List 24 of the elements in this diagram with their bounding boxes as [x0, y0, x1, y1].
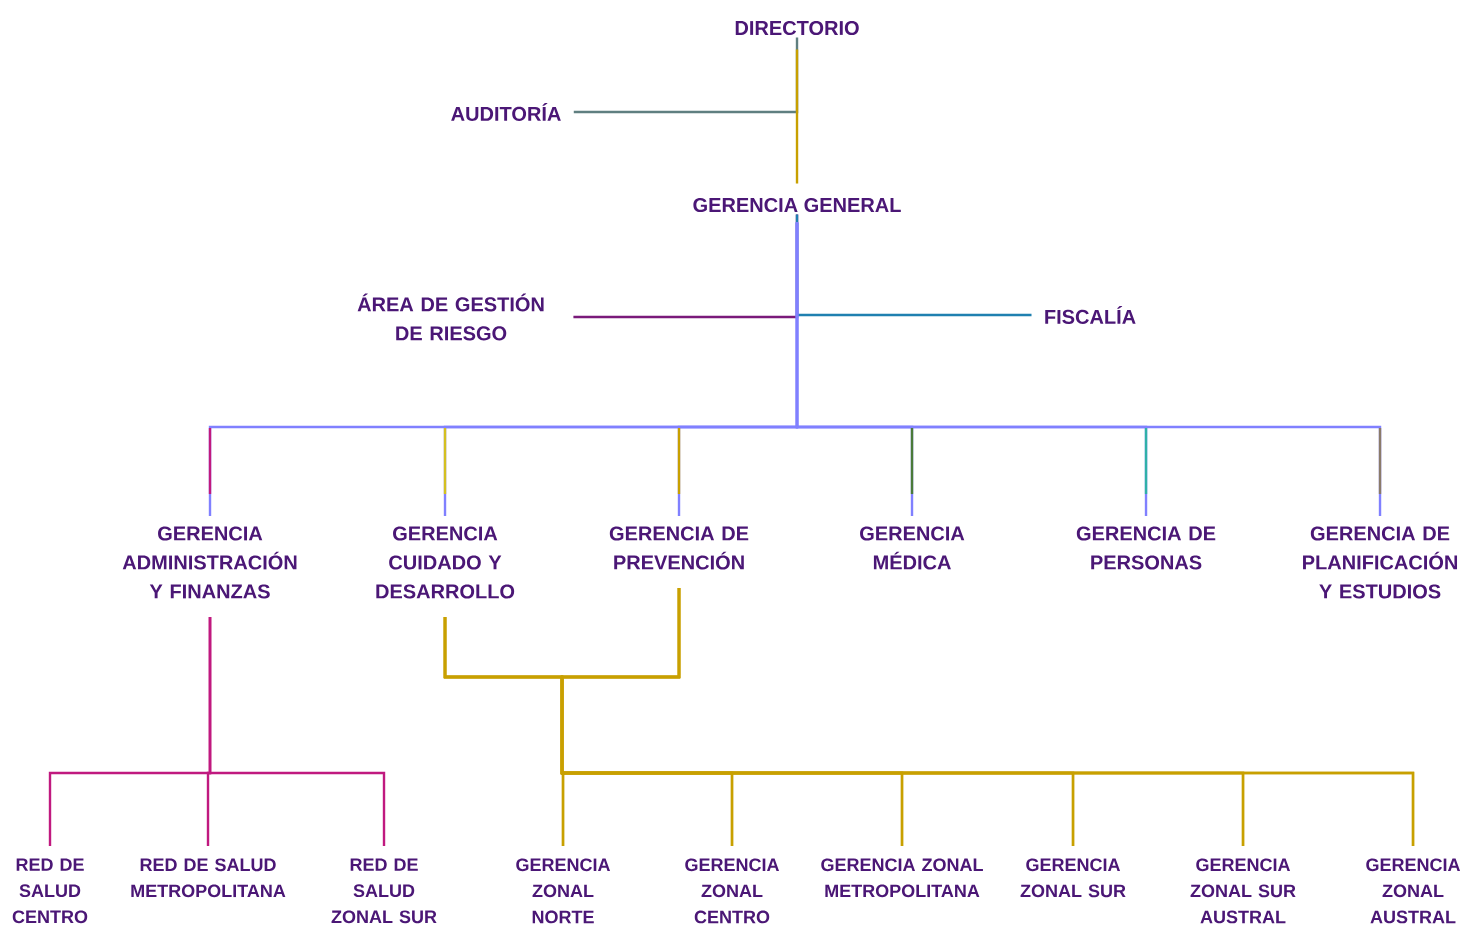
org-unit-label: GERENCIA DE PLANIFICACIÓN Y ESTUDIOS [1303, 526, 1457, 599]
org-unit-label: GERENCIA ZONAL METROPOLITANA [821, 858, 983, 898]
org-unit-label: ÁREA DE GESTIÓN DE RIESGO [357, 293, 544, 341]
org-unit-label: GERENCIA DE PREVENCIÓN [609, 526, 749, 570]
org-unit-label: GERENCIA ADMINISTRACIÓN Y FINANZAS [122, 526, 297, 599]
org-unit-label: GERENCIA MÉDICA [860, 526, 965, 570]
org-unit-label: RED DE SALUD ZONAL SUR [331, 858, 437, 924]
org-unit-label: FISCALÍA [1045, 306, 1136, 324]
org-unit-label: DIRECTORIO [735, 20, 859, 36]
org-unit-label: GERENCIA DE PERSONAS [1076, 526, 1216, 570]
org-unit-label: GERENCIA ZONAL NORTE [516, 858, 611, 924]
org-unit-label: AUDITORÍA [451, 103, 561, 121]
connector-line [795, 49, 799, 184]
org-unit-label: GERENCIA ZONAL SUR AUSTRAL [1190, 858, 1296, 924]
org-unit-label: GERENCIA ZONAL AUSTRAL [1366, 858, 1461, 924]
org-unit-label: GERENCIA ZONAL SUR [1020, 858, 1126, 898]
org-unit-label: RED DE SALUD METROPOLITANA [131, 858, 286, 898]
connector-line [208, 616, 386, 846]
connector-line [560, 587, 1415, 846]
org-unit-label: GERENCIA ZONAL CENTRO [685, 858, 780, 924]
connector-line [795, 222, 1382, 516]
org-unit-label: RED DE SALUD CENTRO [12, 858, 88, 924]
org-unit-label: GERENCIA CUIDADO Y DESARROLLO [376, 526, 515, 599]
org-unit-label: GERENCIA GENERAL [693, 197, 901, 213]
